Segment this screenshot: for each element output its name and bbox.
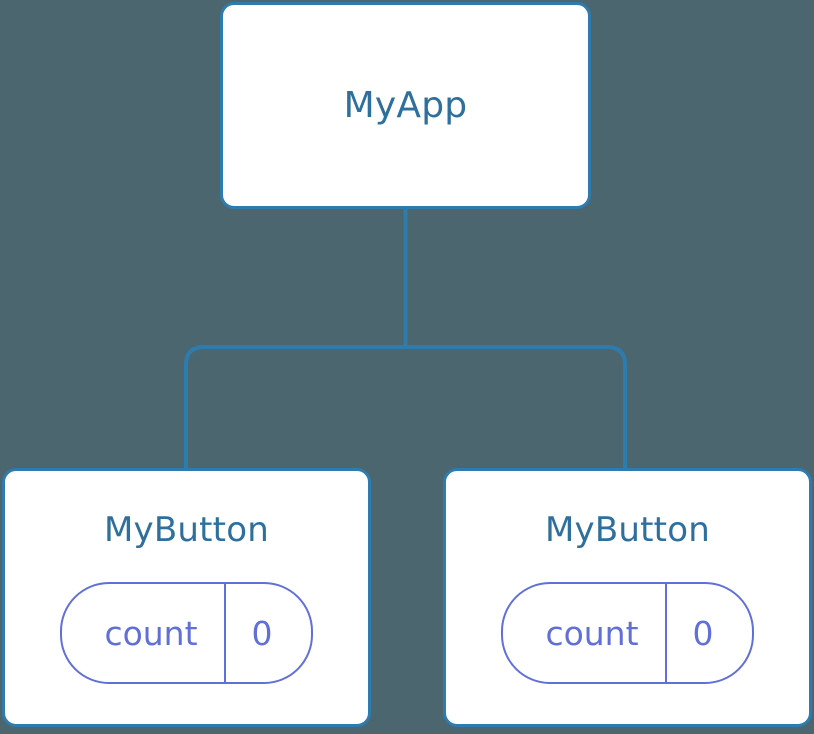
state-pill-left[interactable]: count 0	[60, 582, 313, 684]
state-pill-left-divider	[223, 584, 226, 682]
node-myapp[interactable]: MyApp	[220, 2, 591, 209]
state-pill-left-key: count	[104, 613, 198, 653]
edge-child-bus	[184, 345, 627, 468]
state-pill-right-divider	[664, 584, 667, 682]
state-pill-right[interactable]: count 0	[501, 582, 754, 684]
node-mybutton-left-label: MyButton	[104, 510, 269, 550]
node-mybutton-right[interactable]: MyButton count 0	[443, 468, 812, 727]
state-pill-left-value: 0	[251, 613, 273, 653]
node-mybutton-left[interactable]: MyButton count 0	[2, 468, 371, 727]
node-myapp-label: MyApp	[343, 84, 468, 126]
state-pill-right-value: 0	[692, 613, 714, 653]
node-mybutton-right-label: MyButton	[545, 510, 710, 550]
state-pill-right-key: count	[545, 613, 639, 653]
